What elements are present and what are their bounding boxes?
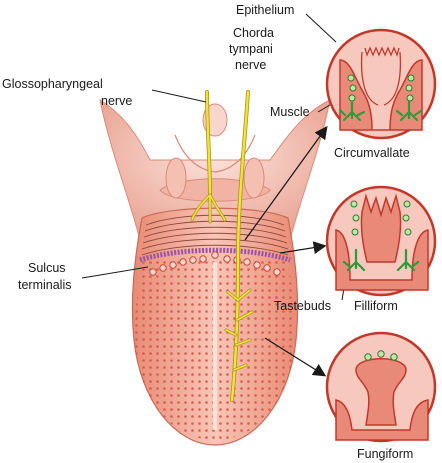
label-chorda-line3: nerve bbox=[235, 58, 266, 72]
label-glossopharyngeal-line2: nerve bbox=[101, 94, 132, 108]
tongue bbox=[132, 208, 297, 445]
circumvallate-magnifier bbox=[327, 30, 435, 138]
label-fungiform: Fungiform bbox=[357, 447, 413, 461]
label-chorda-line1: Chorda bbox=[233, 26, 274, 40]
label-tastebuds: Tastebuds bbox=[274, 299, 331, 313]
label-epithelium: Epithelium bbox=[236, 3, 294, 17]
label-muscle: Muscle bbox=[270, 105, 310, 119]
label-circumvallate: Circumvallate bbox=[334, 146, 410, 160]
label-chorda-line2: tympani bbox=[229, 42, 273, 56]
label-glossopharyngeal-line1: Glossopharyngeal bbox=[2, 77, 103, 91]
fungiform-magnifier bbox=[327, 333, 435, 441]
filliform-magnifier bbox=[327, 187, 435, 295]
label-sulcus-line1: Sulcus bbox=[28, 261, 66, 275]
label-filliform: Filliform bbox=[354, 299, 398, 313]
label-sulcus-line2: terminalis bbox=[18, 278, 72, 292]
